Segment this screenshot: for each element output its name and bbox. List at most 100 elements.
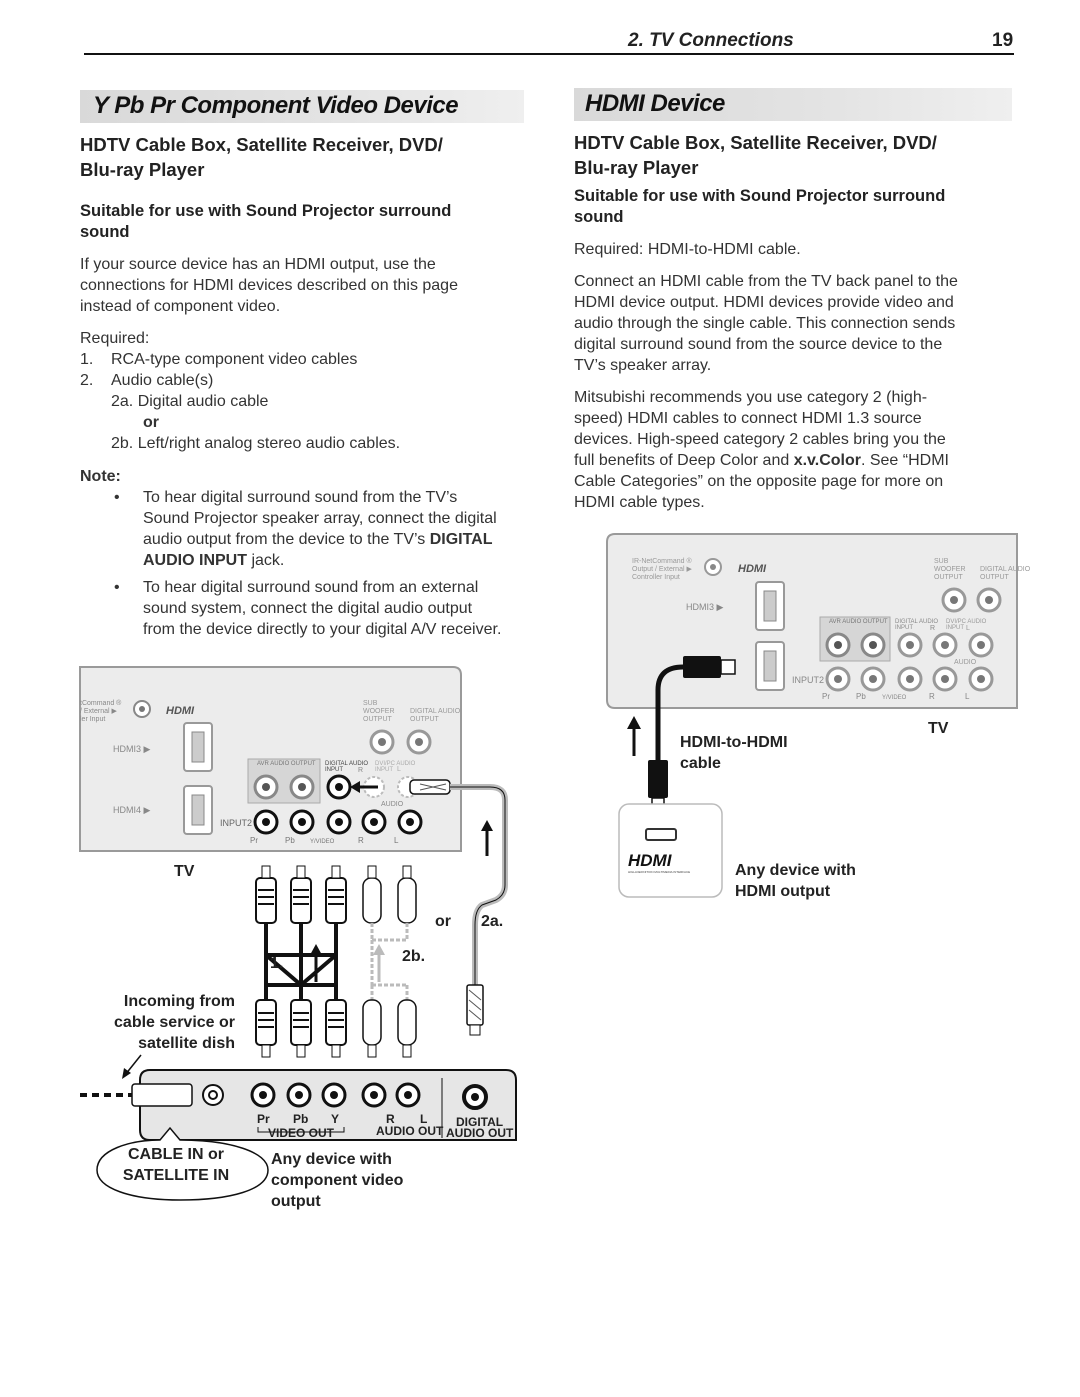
avr-l-jack-center xyxy=(298,783,306,791)
para2-line-4: full benefits of Deep Color and x.v.Colo… xyxy=(574,450,949,471)
subtitle-left-1: HDTV Cable Box, Satellite Receiver, DVD/ xyxy=(80,134,443,155)
component-cable-bundle xyxy=(264,923,338,1000)
hdmi-cable xyxy=(655,664,684,760)
plug-bottom-pr xyxy=(255,999,277,1046)
device-pr-jack-center xyxy=(259,1091,267,1099)
device-label-y: Y xyxy=(331,1112,339,1126)
panel-digital-out-r1: DIGITAL AUDIO xyxy=(980,566,1031,573)
plug-top-pr-tip xyxy=(261,865,271,879)
input2-y-right-center xyxy=(906,675,914,683)
audio-input-bold: AUDIO INPUT xyxy=(143,552,247,569)
running-header-title: 2. TV Connections xyxy=(628,30,794,51)
plug-top-l-tip xyxy=(402,865,412,879)
section-title-right: HDMI Device xyxy=(585,90,725,117)
digital-audio-out-jack-center xyxy=(415,738,423,746)
required-label: Required: xyxy=(80,330,150,347)
panel-sub-2: WOOFER xyxy=(363,708,395,715)
input2-pr-jack-center xyxy=(262,818,270,826)
para2-line-4-c: . See “HDMI xyxy=(860,452,949,469)
plug-bottom-pb-tip xyxy=(296,1044,306,1058)
input2-r-jack-center xyxy=(370,818,378,826)
panel-sub-1: SUB xyxy=(363,700,378,707)
bullet2-line-1: To hear digital surround sound from an e… xyxy=(143,579,479,596)
bullet1-line-1: To hear digital surround sound from the … xyxy=(143,489,458,506)
hdmi4-port-right-slot xyxy=(763,650,777,682)
sub-woofer-jack-center xyxy=(378,738,386,746)
device-coax-jack-center xyxy=(208,1090,218,1100)
ir-jack-right-center xyxy=(710,564,716,570)
label-2b: 2b. xyxy=(402,948,425,965)
avr-l-jack-right-center xyxy=(869,641,877,649)
incoming-line-3: satellite dish xyxy=(138,1035,235,1052)
device-digital-2: AUDIO OUT xyxy=(446,1126,514,1140)
component-video-diagram: tCommand ® / External ▶ ler Input HDMI H… xyxy=(79,666,517,1210)
tv-label: TV xyxy=(174,863,195,880)
plug-top-pb-tip xyxy=(296,865,306,879)
device-video-out: VIDEO OUT xyxy=(268,1126,335,1140)
panel-netcommand-3: ler Input xyxy=(80,716,105,723)
plug-bottom-pr-tip xyxy=(261,1044,271,1058)
device-label-r: R xyxy=(386,1112,395,1126)
panel-r-label: R xyxy=(358,767,363,774)
para2-line-5: Cable Categories” on the opposite page f… xyxy=(574,473,944,490)
component-device-line-3: output xyxy=(271,1193,321,1210)
hdmi-diagram: IR-NetCommand ® Output / External ▶ Cont… xyxy=(606,533,1031,900)
panel-sub-r2: WOOFER xyxy=(934,566,966,573)
digital-input-arrow-head xyxy=(350,781,360,793)
component-up-arrow-head xyxy=(310,944,322,955)
digital-bold: DIGITAL xyxy=(429,531,493,548)
para2-line-2: speed) HDMI cables to connect HDMI 1.3 s… xyxy=(574,410,922,427)
subtitle-left-2: Blu-ray Player xyxy=(80,159,205,180)
plug-top-y xyxy=(325,877,347,924)
plug-top-pr xyxy=(255,877,277,924)
plug-top-pb xyxy=(290,877,312,924)
panel-sub-r1: SUB xyxy=(934,558,949,565)
incoming-line-2: cable service or xyxy=(114,1014,235,1031)
device-digital-jack-center xyxy=(471,1093,479,1101)
bullet1-line-3-text: audio output from the device to the TV’s xyxy=(143,531,430,548)
header-rule xyxy=(84,53,1014,55)
panel-hdmi3-right: HDMI3 ▶ xyxy=(686,602,724,612)
plug-bottom-l-tip xyxy=(402,1044,412,1058)
incoming-pointer-head xyxy=(122,1068,131,1079)
optical-plug-grip xyxy=(419,783,447,791)
panel-netcommand-r1: IR-NetCommand ® xyxy=(632,557,692,565)
cable-in-line-1: CABLE IN or xyxy=(128,1146,224,1163)
hdmi-device-label-1: Any device with xyxy=(735,862,856,879)
para2-line-3: devices. High-speed category 2 cables br… xyxy=(574,431,946,448)
panel-digital-in-r2: INPUT xyxy=(895,625,913,631)
input2-y-jack-center xyxy=(335,818,343,826)
or-text: or xyxy=(143,414,159,431)
plug-bottom-l xyxy=(397,999,417,1046)
digital-audio-out-jack-right-center xyxy=(985,596,993,604)
para1-line-2: HDMI device output. HDMI devices provide… xyxy=(574,294,954,311)
input2-pb-jack-center xyxy=(298,818,306,826)
intro-line-2: connections for HDMI devices described o… xyxy=(80,277,458,294)
req1-text: RCA-type component video cables xyxy=(111,351,358,368)
hdmi-plug-tv-tip xyxy=(720,659,736,675)
panel-dvi-2: INPUT xyxy=(375,767,393,773)
plug-bottom-grips xyxy=(258,1012,344,1028)
panel-input2-right: INPUT2 xyxy=(792,675,824,685)
plug-bottom-y-tip xyxy=(331,1044,341,1058)
optical-cable-outline xyxy=(450,786,506,985)
hdmi3-port-slot xyxy=(191,731,205,763)
input2-l-jack-center xyxy=(406,818,414,826)
digital-audio-input-jack-center xyxy=(335,783,343,791)
bullet1-end: jack. xyxy=(247,552,285,569)
video-out-bracket xyxy=(257,1127,345,1133)
avr-r-jack-right-center xyxy=(834,641,842,649)
panel-bottom-pr-right: Pr xyxy=(822,692,830,701)
req2b-text: 2b. Left/right analog stereo audio cable… xyxy=(111,435,401,452)
para1-line-4: digital surround sound from the source d… xyxy=(574,336,943,353)
panel-sub-3: OUTPUT xyxy=(363,716,393,723)
subtitle-right-1: HDTV Cable Box, Satellite Receiver, DVD/ xyxy=(574,132,937,153)
device-r-jack-center xyxy=(370,1091,378,1099)
para2-line-6: HDMI cable types. xyxy=(574,494,705,511)
coax-plug xyxy=(131,1083,193,1107)
cable-in-callout xyxy=(96,1126,269,1201)
input2-r-right-center xyxy=(941,675,949,683)
device-pb-jack-center xyxy=(295,1091,303,1099)
panel-bottom-yvideo: Y/VIDEO xyxy=(310,839,335,845)
plug-top-grips xyxy=(258,889,344,905)
